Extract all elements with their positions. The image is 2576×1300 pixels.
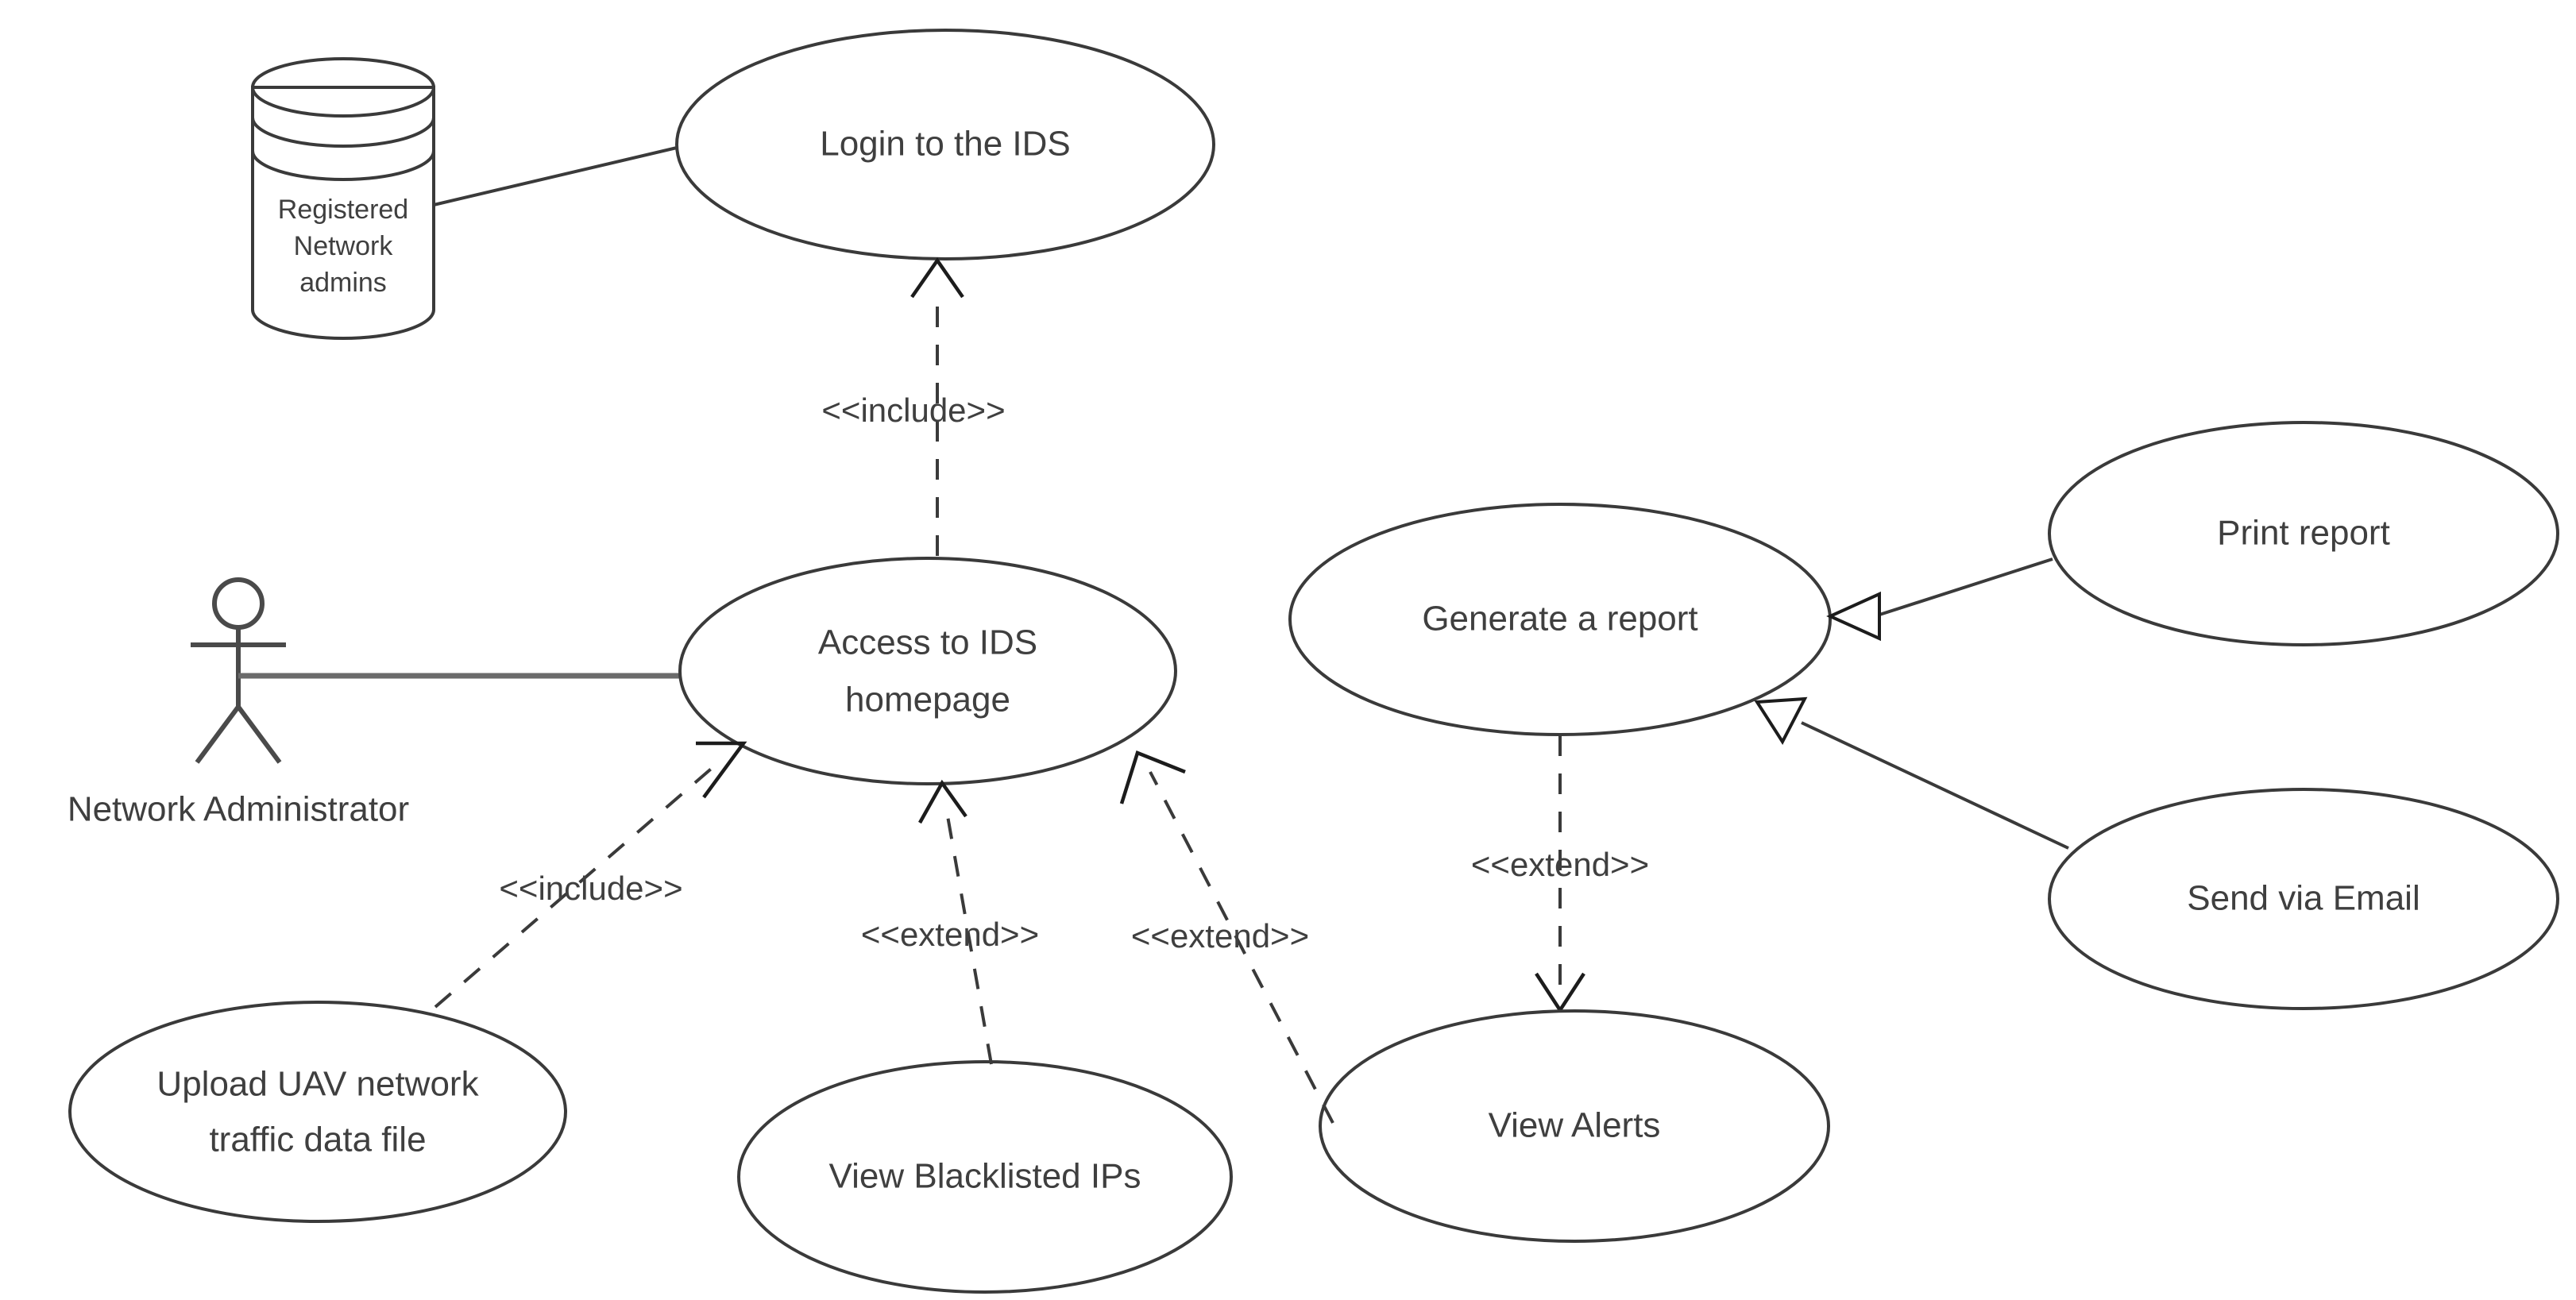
- stereotype-include-label: <<include>>: [499, 870, 682, 907]
- use-case-view-blacklisted-ips[interactable]: View Blacklisted IPs: [737, 1060, 1233, 1294]
- use-case-label: Generate a report: [1422, 600, 1697, 638]
- extend-dashed-line: [945, 811, 993, 1065]
- datastore-label-line-2: Network: [294, 231, 394, 261]
- actor-network-administrator[interactable]: Network Administrator: [68, 577, 409, 829]
- stereotype-extend-label: <<extend>>: [1131, 917, 1309, 955]
- use-case-ellipse: [678, 557, 1177, 785]
- actor-leg-left: [195, 705, 241, 764]
- include-open-arrowhead: [696, 741, 747, 799]
- actor-head: [212, 577, 265, 630]
- use-case-label: Login to the IDS: [820, 125, 1071, 164]
- use-case-ellipse: [2048, 421, 2559, 646]
- use-case-ellipse: [675, 29, 1215, 260]
- use-case-label: View Blacklisted IPs: [829, 1157, 1141, 1196]
- use-case-ellipse: [1288, 503, 1832, 736]
- datastore-label-line-3: admins: [299, 268, 387, 298]
- use-case-ellipse: [2048, 788, 2559, 1010]
- use-case-access-to-ids-homepage[interactable]: Access to IDS homepage: [678, 557, 1177, 785]
- generalization-line: [1801, 721, 2069, 850]
- relationship-send-via-email-to-generate-report[interactable]: [1754, 696, 2069, 850]
- cylinder-ring-2: [251, 150, 435, 181]
- use-case-ellipse: [1319, 1009, 1830, 1243]
- use-case-ellipse: [737, 1060, 1233, 1294]
- datastore-registered-network-admins[interactable]: Registered Network admins: [251, 57, 435, 340]
- relationship-access-includes-login[interactable]: <<include>>: [821, 257, 1006, 556]
- stereotype-include-label: <<include>>: [821, 392, 1005, 429]
- relationship-blacklisted-ips-extends-access-homepage[interactable]: <<extend>>: [861, 779, 1039, 1065]
- datastore-label-line-1: Registered: [278, 195, 408, 225]
- relationship-print-report-to-generate-report[interactable]: [1826, 557, 2053, 642]
- connector-datastore-to-login[interactable]: [433, 140, 705, 206]
- use-case-label: Print report: [2217, 514, 2390, 553]
- use-case-generate-a-report[interactable]: Generate a report: [1288, 503, 1832, 736]
- use-case-ellipse: [68, 1001, 567, 1223]
- relationship-generate-report-extends-view-alerts[interactable]: <<extend>>: [1471, 735, 1649, 1014]
- extend-open-arrowhead: [1119, 750, 1186, 804]
- generalization-line: [1874, 557, 2053, 618]
- actor-label: Network Administrator: [68, 790, 409, 829]
- extend-open-arrowhead: [918, 779, 967, 824]
- cylinder-ring-1: [251, 117, 435, 148]
- use-case-label-line-1: Access to IDS: [818, 623, 1037, 662]
- use-case-label: View Alerts: [1489, 1106, 1661, 1145]
- extend-dashed-line: [1149, 771, 1334, 1124]
- actor-leg-right: [236, 705, 282, 764]
- use-case-print-report[interactable]: Print report: [2048, 421, 2559, 646]
- use-case-label-line-2: homepage: [845, 681, 1010, 719]
- use-case-view-alerts[interactable]: View Alerts: [1319, 1009, 1830, 1243]
- use-case-login-to-the-ids[interactable]: Login to the IDS: [675, 29, 1215, 260]
- cylinder-body: [251, 86, 435, 340]
- use-case-label-line-1: Upload UAV network: [156, 1065, 479, 1104]
- use-case-send-via-email[interactable]: Send via Email: [2048, 788, 2559, 1010]
- stereotype-extend-label: <<extend>>: [861, 916, 1039, 953]
- use-case-label-line-2: traffic data file: [209, 1121, 426, 1159]
- hollow-triangle-arrowhead: [1754, 696, 1808, 745]
- use-case-upload-uav-network-traffic-data-file[interactable]: Upload UAV network traffic data file: [68, 1001, 567, 1223]
- hollow-triangle-arrowhead: [1826, 591, 1881, 642]
- relationship-view-alerts-extends-access-homepage[interactable]: <<extend>>: [1119, 750, 1334, 1124]
- include-dashed-line: [434, 764, 716, 1009]
- include-open-arrowhead: [910, 257, 964, 299]
- stereotype-extend-label: <<extend>>: [1471, 846, 1649, 883]
- cylinder-top-disc: [251, 57, 435, 118]
- relationship-upload-includes-access-homepage[interactable]: <<include>>: [434, 741, 747, 1009]
- use-case-label: Send via Email: [2187, 879, 2420, 918]
